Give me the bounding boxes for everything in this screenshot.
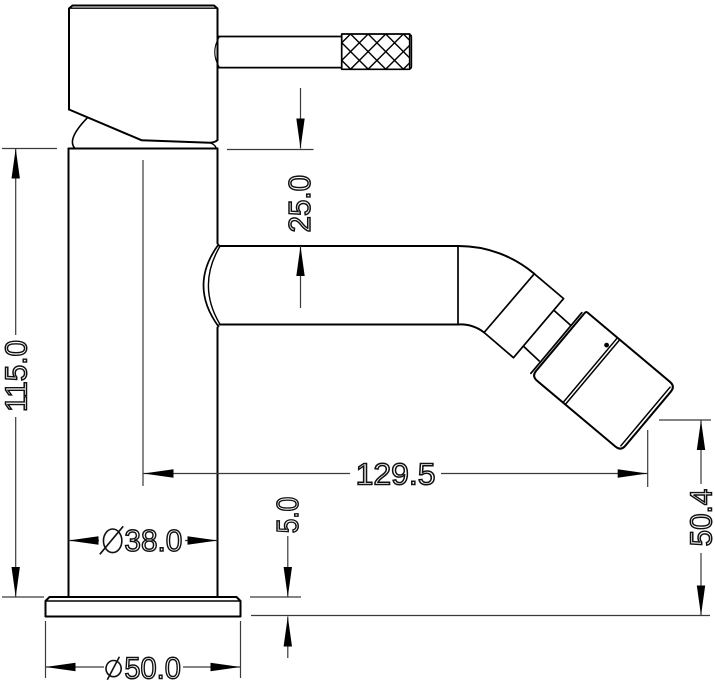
svg-text:115.0: 115.0 (0, 340, 33, 412)
svg-text:50.0: 50.0 (124, 650, 181, 685)
svg-text:5.0: 5.0 (270, 497, 305, 534)
svg-text:50.4: 50.4 (683, 489, 715, 547)
svg-text:38.0: 38.0 (124, 523, 182, 558)
svg-text:129.5: 129.5 (356, 457, 436, 492)
svg-text:25.0: 25.0 (282, 175, 317, 233)
